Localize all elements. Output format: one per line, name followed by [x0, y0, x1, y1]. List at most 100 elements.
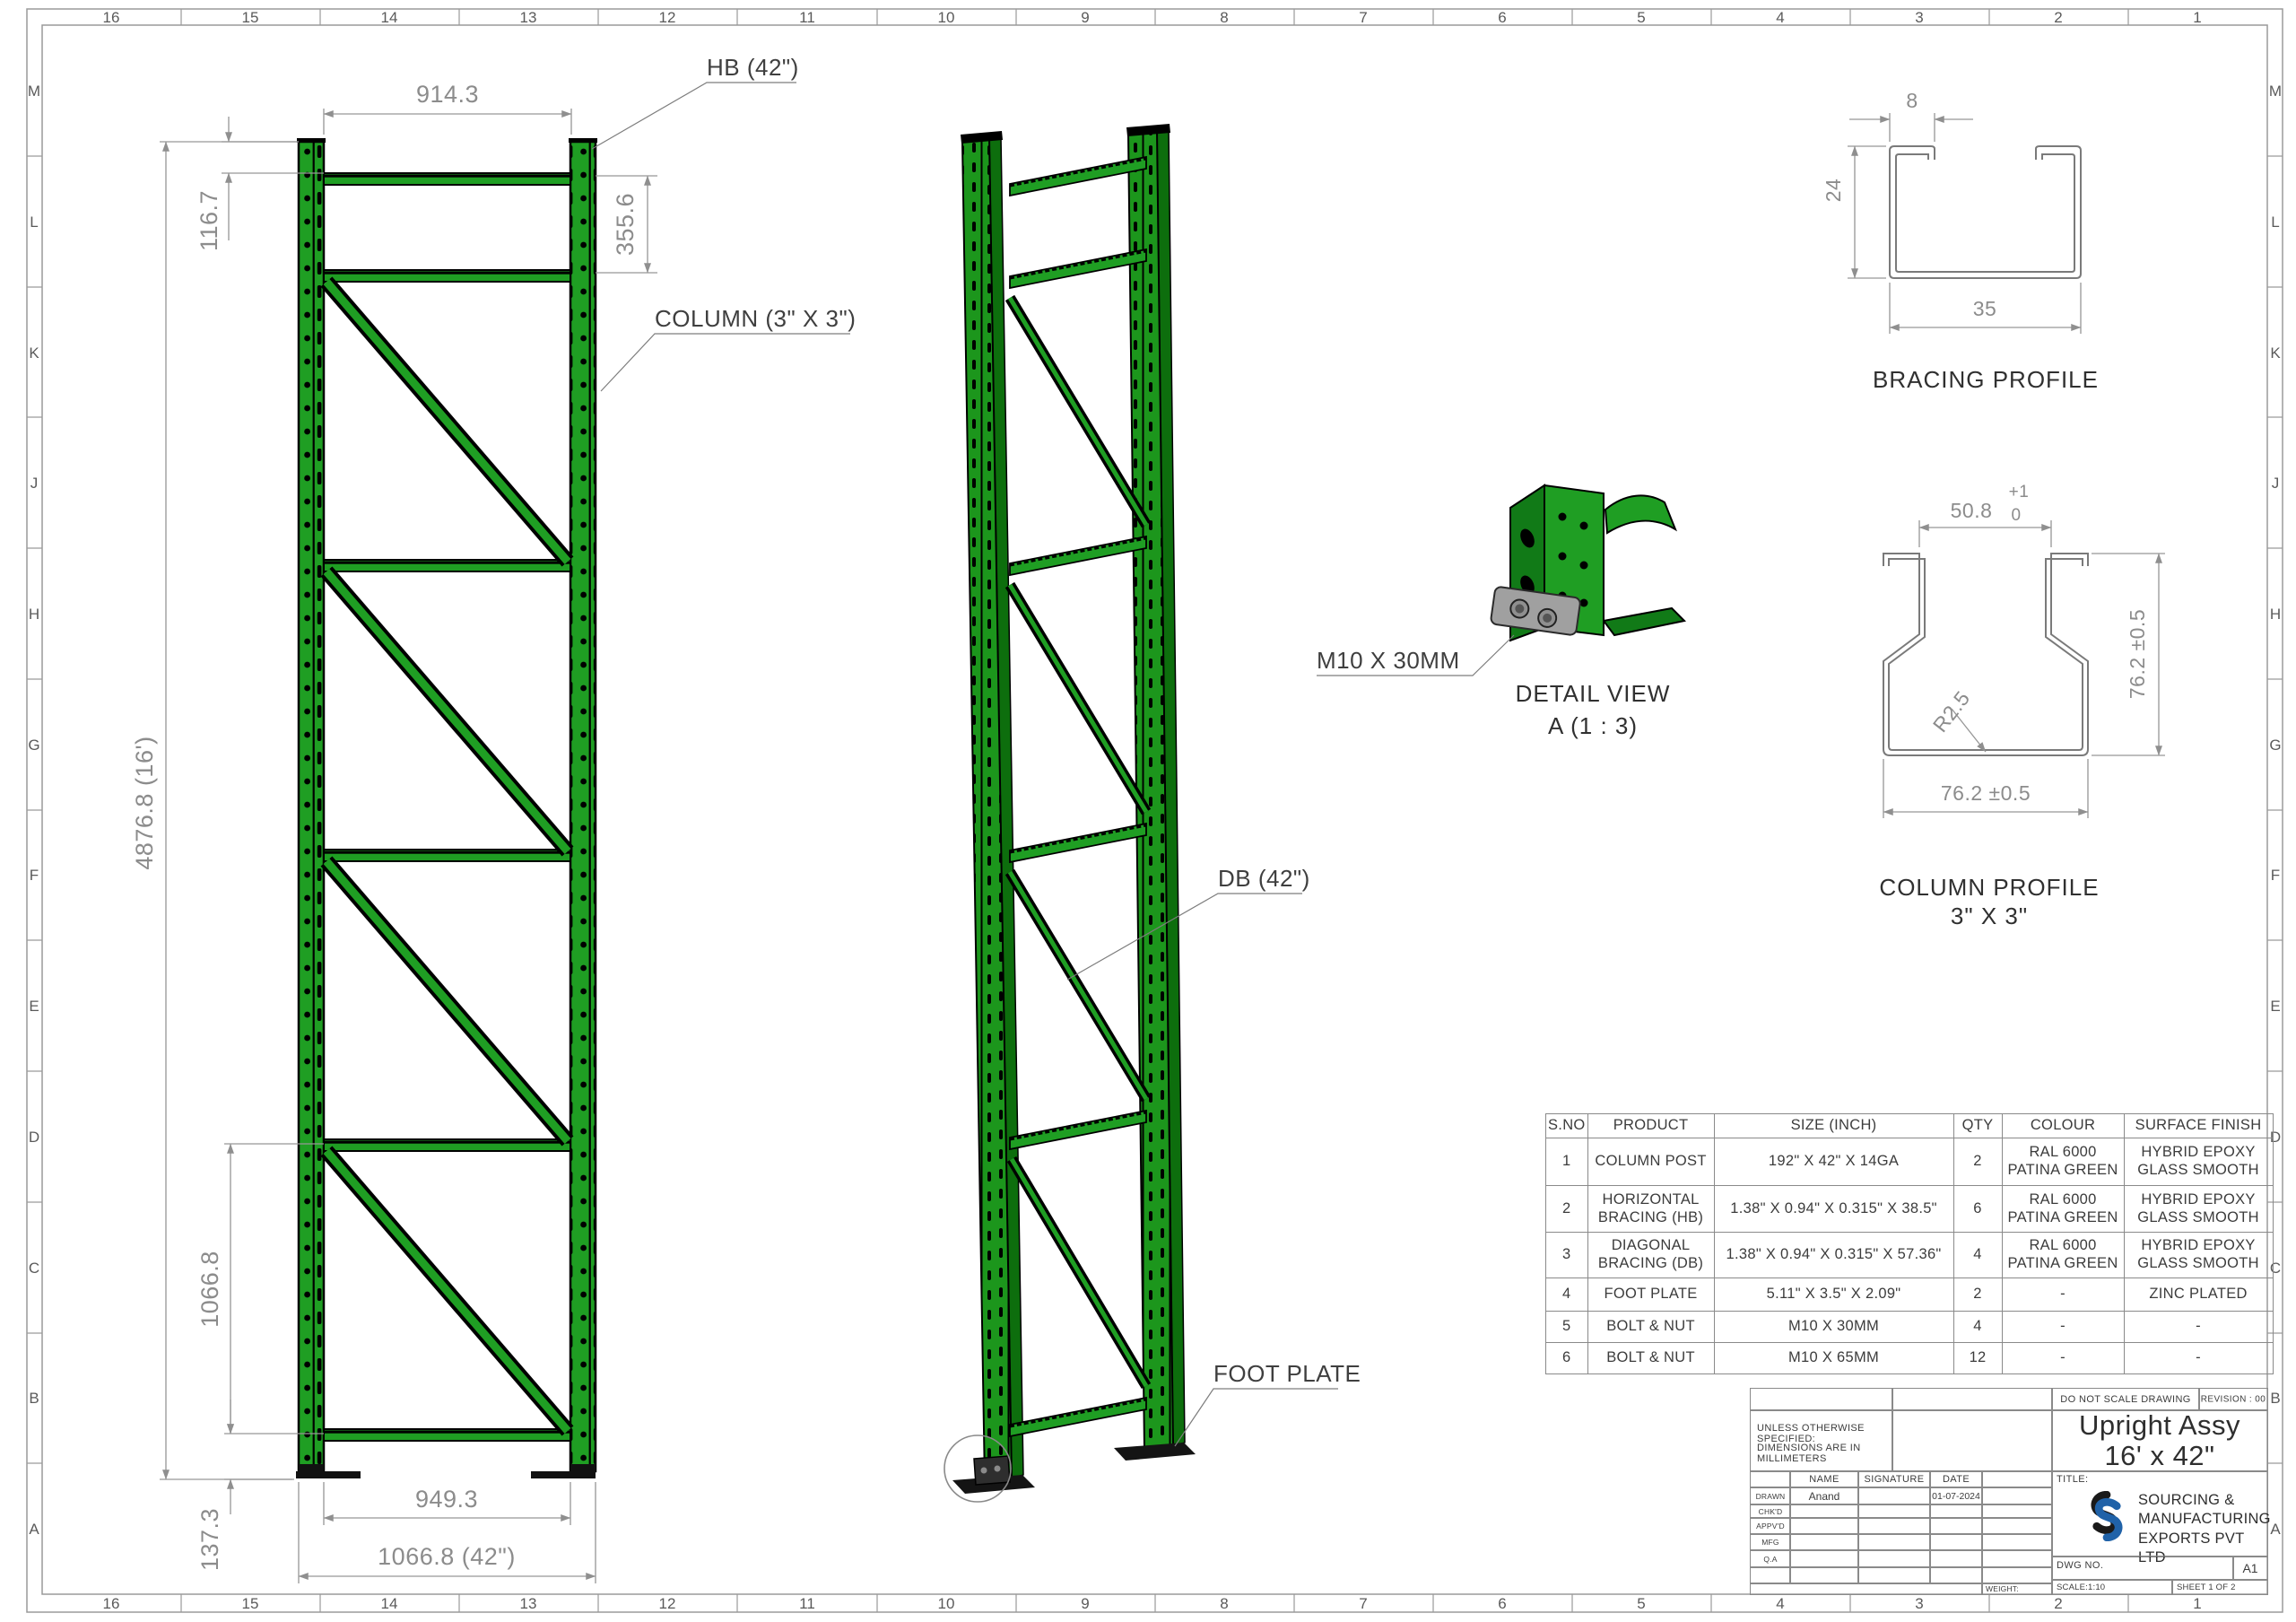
svg-text:12: 12 [659, 1595, 676, 1612]
svg-text:5: 5 [1637, 9, 1645, 26]
front-column-left [297, 140, 326, 1473]
svg-text:L: L [2271, 214, 2279, 231]
bom-cell: - [2123, 1311, 2274, 1343]
bom-cell: HYBRID EPOXY GLASS SMOOTH [2123, 1232, 2274, 1278]
svg-text:J: J [30, 475, 39, 492]
dim-profile-width: 76.2 ±0.5 [1941, 781, 2031, 805]
svg-text:1: 1 [2193, 9, 2201, 26]
tb-row-appvd: APPV'D [1750, 1517, 1791, 1535]
bom-cell: 2 [1952, 1278, 2003, 1312]
svg-text:13: 13 [520, 1595, 537, 1612]
detail-top-flange [1604, 494, 1678, 535]
svg-text:2: 2 [2054, 9, 2062, 26]
bom-cell: 5.11" X 3.5" X 2.09" [1713, 1278, 1954, 1312]
svg-text:15: 15 [242, 9, 259, 26]
svg-text:5: 5 [1637, 1595, 1645, 1612]
svg-text:6: 6 [1498, 9, 1506, 26]
tb-col-date: DATE [1929, 1470, 1983, 1488]
detail-holes [1558, 512, 1588, 607]
svg-text:H: H [2270, 606, 2281, 623]
column-cap [297, 138, 326, 143]
svg-text:A: A [29, 1521, 39, 1538]
dim-tol-zero: 0 [2011, 506, 2021, 525]
detail-foot-plate [1490, 586, 1581, 636]
svg-text:11: 11 [799, 1595, 815, 1612]
bom-cell: FOOT PLATE [1587, 1278, 1715, 1312]
svg-text:16: 16 [103, 1595, 120, 1612]
tb-empty [1750, 1388, 1893, 1411]
tb-cell [1789, 1549, 1859, 1568]
front-foot-plates [296, 1464, 596, 1478]
svg-text:H: H [29, 606, 39, 623]
tb-cell [1981, 1549, 2053, 1568]
svg-text:G: G [2269, 737, 2281, 754]
bom-cell: ZINC PLATED [2123, 1278, 2274, 1312]
tb-empty [1750, 1470, 1791, 1488]
bom-cell: HORIZONTAL BRACING (HB) [1587, 1185, 1715, 1233]
tb-row-mfg: MFG [1750, 1533, 1791, 1551]
svg-text:3: 3 [1915, 1595, 1923, 1612]
dim-width-inner: 949.3 [415, 1486, 478, 1513]
bom-cell: HYBRID EPOXY GLASS SMOOTH [2123, 1185, 2274, 1233]
label-column: COLUMN (3" X 3") [655, 305, 856, 332]
front-labels: HB (42") COLUMN (3" X 3") [591, 54, 856, 392]
border-ticks [27, 9, 2283, 1612]
detail-title: DETAIL VIEW [1516, 680, 1671, 707]
svg-text:2: 2 [2054, 1595, 2062, 1612]
tb-drawn-date: 01-07-2024 [1929, 1487, 1983, 1505]
tb-cell [1929, 1549, 1983, 1568]
svg-text:7: 7 [1359, 1595, 1367, 1612]
bom-cell: 4 [1952, 1311, 2003, 1343]
tb-cell [1981, 1533, 2053, 1551]
bom-cell: - [2123, 1342, 2274, 1374]
dim-panel: 355.6 [612, 193, 639, 256]
tb-row-chkd: CHK'D [1750, 1504, 1791, 1519]
column-profile-title: COLUMN PROFILE [1879, 874, 2099, 901]
tb-cell [1750, 1566, 1791, 1584]
svg-text:14: 14 [381, 1595, 398, 1612]
tb-cell [1857, 1533, 1931, 1551]
tb-scale: SCALE:1:10 [2051, 1579, 2173, 1595]
bom-header-row: S.NO PRODUCT SIZE (INCH) QTY COLOUR SURF… [1545, 1113, 2274, 1138]
column-profile: 50.8 +1 0 76.2 ±0.5 76.2 ±0.5 R2.5 COLUM… [1879, 483, 2165, 929]
diagonal-braces [320, 276, 574, 1436]
svg-text:16: 16 [103, 9, 120, 26]
tb-cell [1981, 1504, 2053, 1519]
detail-base-flange [1602, 606, 1687, 637]
bom-cell: 1.38" X 0.94" X 0.315" X 38.5" [1713, 1185, 1954, 1233]
bom-cell: 4 [1545, 1278, 1588, 1312]
bom-header: QTY [1952, 1113, 2003, 1138]
bom-header: SIZE (INCH) [1713, 1113, 1954, 1138]
tb-drawn-signature [1857, 1487, 1931, 1505]
svg-text:G: G [28, 737, 39, 754]
tb-cell [1857, 1549, 1931, 1568]
bom-cell: 12 [1952, 1342, 2003, 1374]
tb-cell [1929, 1504, 1983, 1519]
column-profile-subtitle: 3" X 3" [1951, 903, 2028, 929]
dim-lip: 8 [1906, 89, 1918, 112]
tb-weight: WEIGHT: [1981, 1583, 2053, 1595]
label-db: DB (42") [1218, 865, 1310, 892]
bom-cell: 6 [1952, 1185, 2003, 1233]
svg-text:6: 6 [1498, 1595, 1506, 1612]
svg-text:F: F [30, 867, 39, 884]
bom-header: COLOUR [2001, 1113, 2125, 1138]
svg-text:F: F [2271, 867, 2280, 884]
bom-cell: RAL 6000 PATINA GREEN [2001, 1185, 2125, 1233]
horizontal-braces [323, 172, 571, 1442]
svg-text:14: 14 [381, 9, 398, 26]
tb-cell [1929, 1517, 1983, 1535]
bom-cell: - [2001, 1278, 2125, 1312]
svg-text:7: 7 [1359, 9, 1367, 26]
bom-cell: BOLT & NUT [1587, 1342, 1715, 1374]
svg-text:9: 9 [1081, 9, 1089, 26]
bracing-profile-title: BRACING PROFILE [1873, 366, 2099, 393]
